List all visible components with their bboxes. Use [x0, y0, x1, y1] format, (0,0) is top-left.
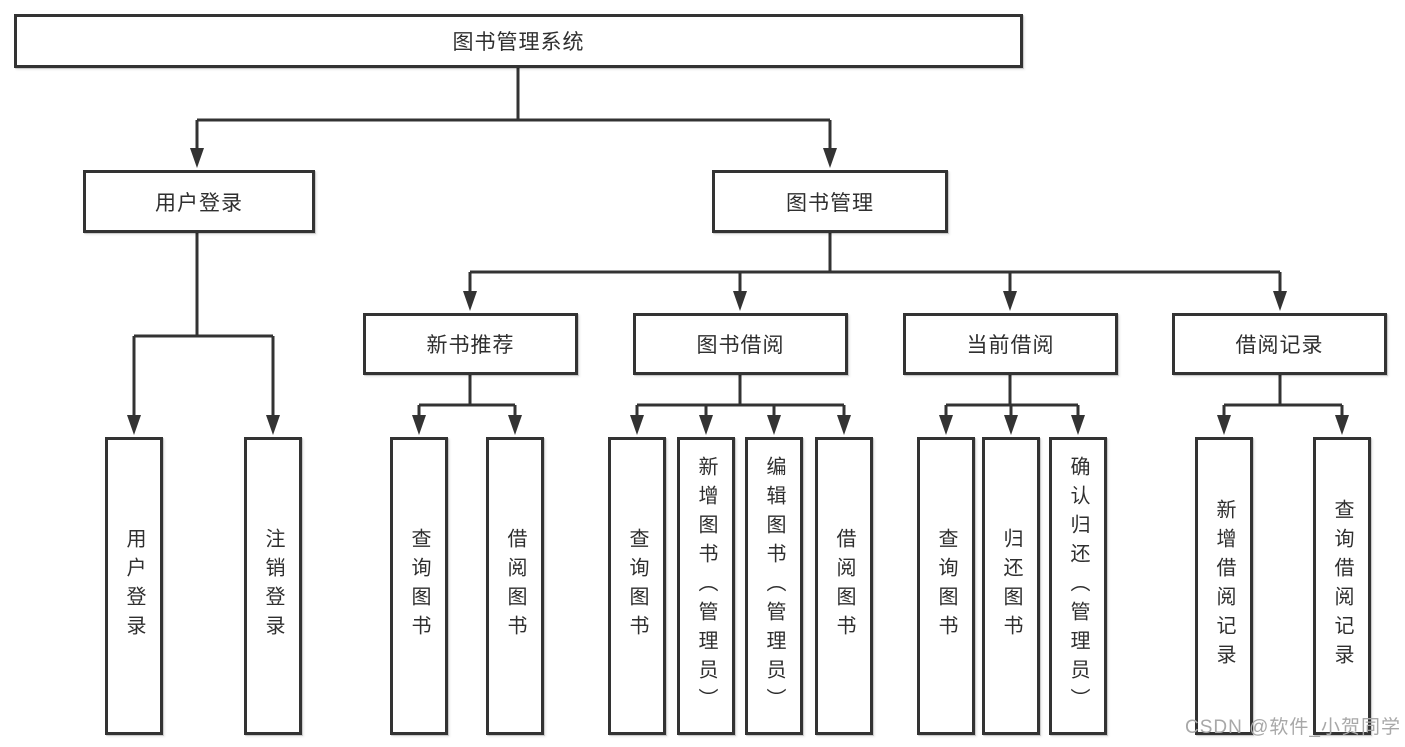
node-borrowing-records: 借阅记录	[1172, 313, 1387, 375]
node-label: 用户登录	[155, 191, 243, 215]
node-label: 新增图书（管理员）	[695, 455, 717, 717]
node-leaf-borrow-books-recommend: 借阅图书	[486, 437, 544, 735]
node-leaf-add-books-admin: 新增图书（管理员）	[677, 437, 735, 735]
node-leaf-add-borrow-record: 新增借阅记录	[1195, 437, 1253, 735]
node-leaf-search-books-borrowing: 查询图书	[608, 437, 666, 735]
connector-book-borrowing-children	[630, 373, 851, 435]
node-leaf-confirm-return-admin: 确认归还（管理员）	[1049, 437, 1107, 735]
connector-user-login-children	[127, 231, 280, 435]
node-label: 当前借阅	[966, 334, 1055, 357]
node-leaf-user-login: 用户登录	[105, 437, 163, 735]
node-label: 新书推荐	[426, 334, 515, 357]
node-leaf-search-borrow-record: 查询借阅记录	[1313, 437, 1371, 735]
node-label: 归还图书	[1000, 528, 1022, 644]
node-new-book-recommend: 新书推荐	[363, 313, 578, 375]
node-label: 图书借阅	[696, 334, 785, 357]
node-label: 查询借阅记录	[1331, 499, 1353, 673]
watermark: CSDN @软件_小贺同学	[1185, 717, 1401, 738]
connector-root-to-level2	[190, 68, 837, 168]
node-leaf-return-books: 归还图书	[982, 437, 1040, 735]
node-label: 查询图书	[408, 528, 430, 644]
node-leaf-edit-books-admin: 编辑图书（管理员）	[745, 437, 803, 735]
node-label: 用户登录	[123, 528, 145, 644]
node-label: 新增借阅记录	[1213, 499, 1235, 673]
connector-new-book-recommend-children	[412, 373, 522, 435]
node-label: 查询图书	[626, 528, 648, 644]
node-leaf-search-books-current: 查询图书	[917, 437, 975, 735]
node-book-borrowing: 图书借阅	[633, 313, 848, 375]
node-current-borrowing: 当前借阅	[903, 313, 1118, 375]
connector-current-borrowing-children	[939, 373, 1085, 435]
connector-borrowing-records-children	[1217, 373, 1349, 435]
node-leaf-search-books-recommend: 查询图书	[390, 437, 448, 735]
node-user-login: 用户登录	[83, 170, 315, 233]
node-label: 注销登录	[262, 528, 284, 644]
node-label: 查询图书	[935, 528, 957, 644]
node-book-management: 图书管理	[712, 170, 948, 233]
node-label: 借阅记录	[1235, 334, 1324, 357]
connector-book-management-children	[463, 231, 1287, 311]
node-label: 确认归还（管理员）	[1067, 455, 1089, 717]
node-label: 借阅图书	[504, 528, 526, 644]
node-label: 借阅图书	[833, 528, 855, 644]
node-label: 图书管理系统	[452, 31, 585, 54]
node-book-management-system: 图书管理系统	[14, 14, 1023, 68]
node-leaf-logout: 注销登录	[244, 437, 302, 735]
node-label: 编辑图书（管理员）	[763, 455, 785, 717]
node-label: 图书管理	[786, 191, 874, 215]
node-leaf-borrow-books-borrowing: 借阅图书	[815, 437, 873, 735]
